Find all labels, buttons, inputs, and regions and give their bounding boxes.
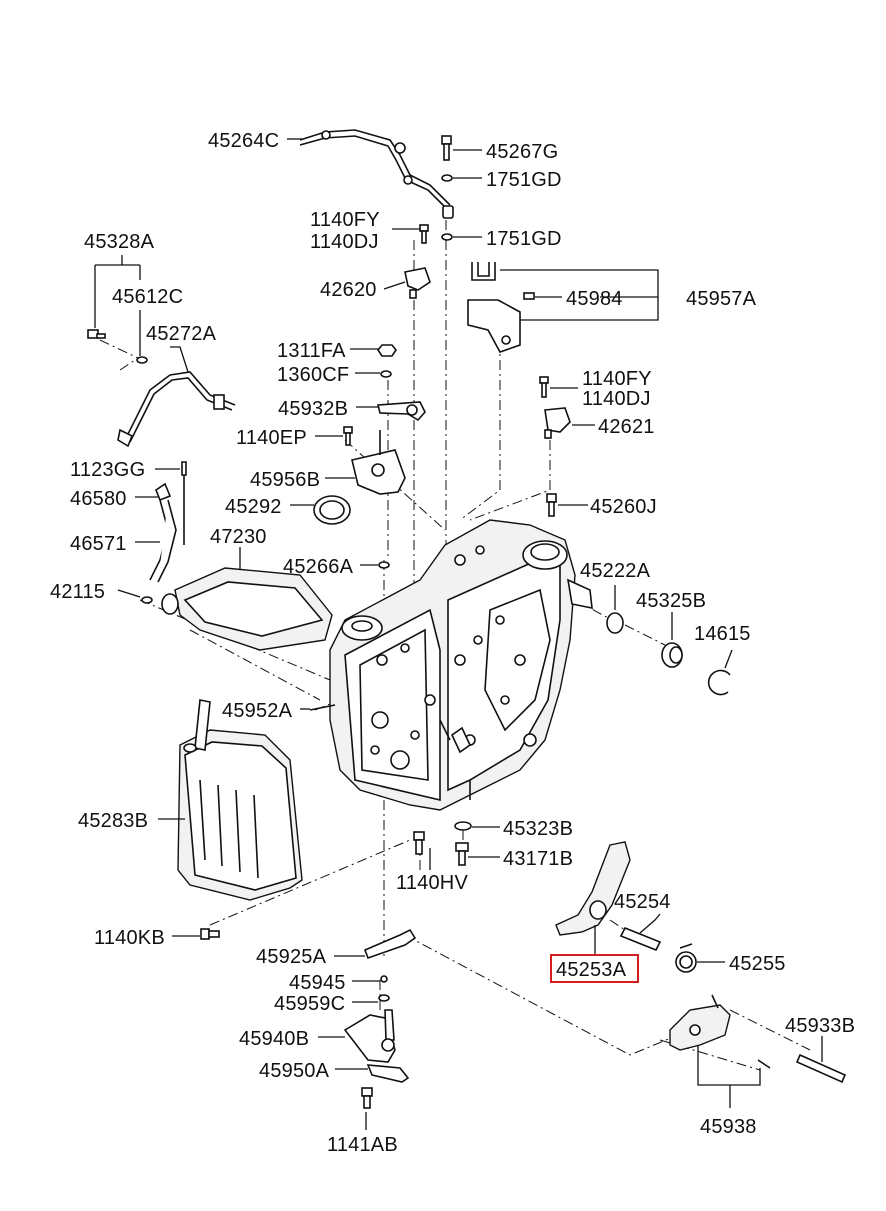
label-45933b: 45933B bbox=[785, 1015, 855, 1037]
bolt-1140fy bbox=[419, 224, 429, 244]
nut-1311fa bbox=[377, 344, 397, 357]
label-45272a: 45272A bbox=[146, 323, 217, 345]
label-45323b: 45323B bbox=[503, 818, 573, 840]
pin-45938-small bbox=[757, 1059, 771, 1069]
bolt-1141ab bbox=[361, 1087, 373, 1109]
label-42621: 42621 bbox=[598, 416, 655, 438]
label-46571: 46571 bbox=[70, 533, 127, 555]
snap-ring-14615 bbox=[707, 669, 731, 696]
pin-45952a bbox=[309, 704, 336, 711]
bolt-1140kb bbox=[200, 928, 220, 940]
eye-bolt bbox=[442, 205, 454, 219]
spring-45255 bbox=[675, 943, 697, 973]
label-45952a: 45952A bbox=[222, 700, 293, 722]
label-45945: 45945 bbox=[289, 972, 346, 994]
label-45956b: 45956B bbox=[250, 469, 320, 491]
label-1140ep: 1140EP bbox=[236, 427, 307, 449]
lever-45932b bbox=[376, 401, 426, 422]
label-45222a: 45222A bbox=[580, 560, 651, 582]
oring-45959c bbox=[378, 994, 390, 1002]
label-47230: 47230 bbox=[210, 526, 267, 548]
sensor-42621 bbox=[544, 407, 571, 439]
label-45932b: 45932B bbox=[278, 398, 348, 420]
label-42115: 42115 bbox=[50, 581, 105, 603]
highlight-box bbox=[550, 954, 639, 983]
label-45328a: 45328A bbox=[84, 231, 155, 253]
label-45283b: 45283B bbox=[78, 810, 148, 832]
bolt-45267g bbox=[441, 135, 452, 161]
dipstick-46580 bbox=[155, 461, 187, 545]
label-1123gg: 1123GG bbox=[70, 459, 145, 481]
seal-45292-inner bbox=[319, 500, 345, 520]
shaft-45925a bbox=[363, 928, 417, 960]
oil-cooler-pipe bbox=[299, 129, 451, 209]
washer-1751gd-lower bbox=[441, 233, 453, 241]
label-45984: 45984 bbox=[566, 288, 623, 310]
filler-tube-46571 bbox=[149, 499, 177, 583]
ball-45945 bbox=[380, 975, 388, 983]
bolt-1140ep bbox=[343, 426, 353, 446]
label-45264c: 45264C bbox=[208, 130, 279, 152]
label-1140dj: 1140DJ bbox=[310, 231, 379, 253]
label-1141ab: 1141AB bbox=[327, 1134, 398, 1156]
label-1751gd-upper: 1751GD bbox=[486, 169, 562, 191]
oring-42115 bbox=[141, 596, 153, 604]
label-45266a: 45266A bbox=[283, 556, 354, 578]
label-1140kb: 1140KB bbox=[94, 927, 165, 949]
bracket-45957a bbox=[467, 262, 535, 353]
oil-pan-45283b bbox=[177, 699, 303, 901]
part-labels: 45264C 45267G 1751GD 1140FY 1140DJ 1751G… bbox=[50, 130, 855, 1156]
transmission-case bbox=[329, 519, 593, 811]
gasket-45323b bbox=[454, 821, 472, 831]
label-45267g: 45267G bbox=[486, 141, 558, 163]
label-1140dj-right: 1140DJ bbox=[582, 388, 651, 410]
label-45938: 45938 bbox=[700, 1116, 757, 1138]
washer-1751gd-upper bbox=[441, 174, 453, 182]
spring-45950a bbox=[366, 1064, 410, 1083]
label-45253a: 45253A bbox=[556, 959, 627, 981]
switch-45956b bbox=[351, 430, 406, 495]
label-1140fy-right: 1140FY bbox=[582, 368, 652, 390]
oring-45222a bbox=[606, 612, 624, 634]
label-45325b: 45325B bbox=[636, 590, 706, 612]
label-45612c: 45612C bbox=[112, 286, 183, 308]
sensor-42620 bbox=[404, 267, 431, 299]
label-1360cf: 1360CF bbox=[277, 364, 349, 386]
plug-45325b bbox=[661, 642, 683, 668]
pin-45254 bbox=[619, 926, 662, 952]
label-45925a: 45925A bbox=[256, 946, 327, 968]
dipstick-tube-45272a bbox=[87, 329, 236, 448]
label-45254: 45254 bbox=[614, 891, 671, 913]
bracket-45938 bbox=[669, 994, 731, 1051]
label-45292: 45292 bbox=[225, 496, 282, 518]
oil-filter-47230 bbox=[161, 567, 333, 651]
label-46580: 46580 bbox=[70, 488, 127, 510]
label-45260j: 45260J bbox=[590, 496, 657, 518]
shift-lever-45253a bbox=[555, 841, 631, 936]
label-14615: 14615 bbox=[694, 623, 751, 645]
leader-lines bbox=[94, 138, 823, 1130]
label-1140fy: 1140FY bbox=[310, 209, 380, 231]
oring-45266a bbox=[378, 561, 390, 569]
label-45940b: 45940B bbox=[239, 1028, 309, 1050]
label-1751gd-lower: 1751GD bbox=[486, 228, 562, 250]
label-42620: 42620 bbox=[320, 279, 377, 301]
plug-43171b bbox=[455, 842, 469, 866]
bolt-1140fy-right bbox=[539, 376, 549, 398]
pin-45933b bbox=[795, 1053, 847, 1084]
label-43171b: 43171B bbox=[503, 848, 573, 870]
label-45255: 45255 bbox=[729, 953, 786, 975]
bolt-45260j bbox=[546, 493, 557, 517]
label-45950a: 45950A bbox=[259, 1060, 330, 1082]
label-45959c: 45959C bbox=[274, 993, 345, 1015]
label-45957a: 45957A bbox=[686, 288, 757, 310]
washer-1360cf bbox=[380, 370, 392, 378]
detent-lever-45940b bbox=[343, 1009, 396, 1063]
bolt-1140hv bbox=[413, 831, 425, 855]
label-1311fa: 1311FA bbox=[277, 340, 346, 362]
label-1140hv: 1140HV bbox=[396, 872, 468, 894]
